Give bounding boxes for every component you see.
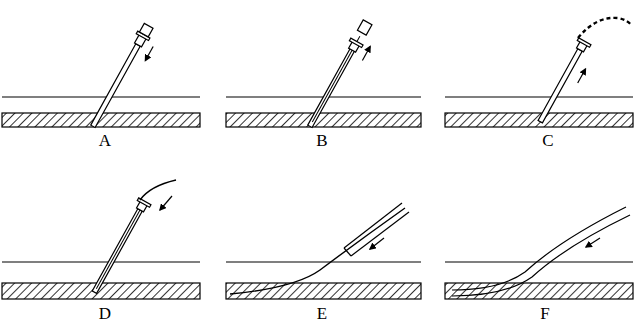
panel-letter: A <box>99 132 111 149</box>
panel-letter: D <box>99 305 111 322</box>
panel-letter: E <box>317 305 327 322</box>
panel-letter: C <box>542 132 553 149</box>
panel-letter: F <box>540 305 549 322</box>
panel-letter: B <box>316 132 327 149</box>
